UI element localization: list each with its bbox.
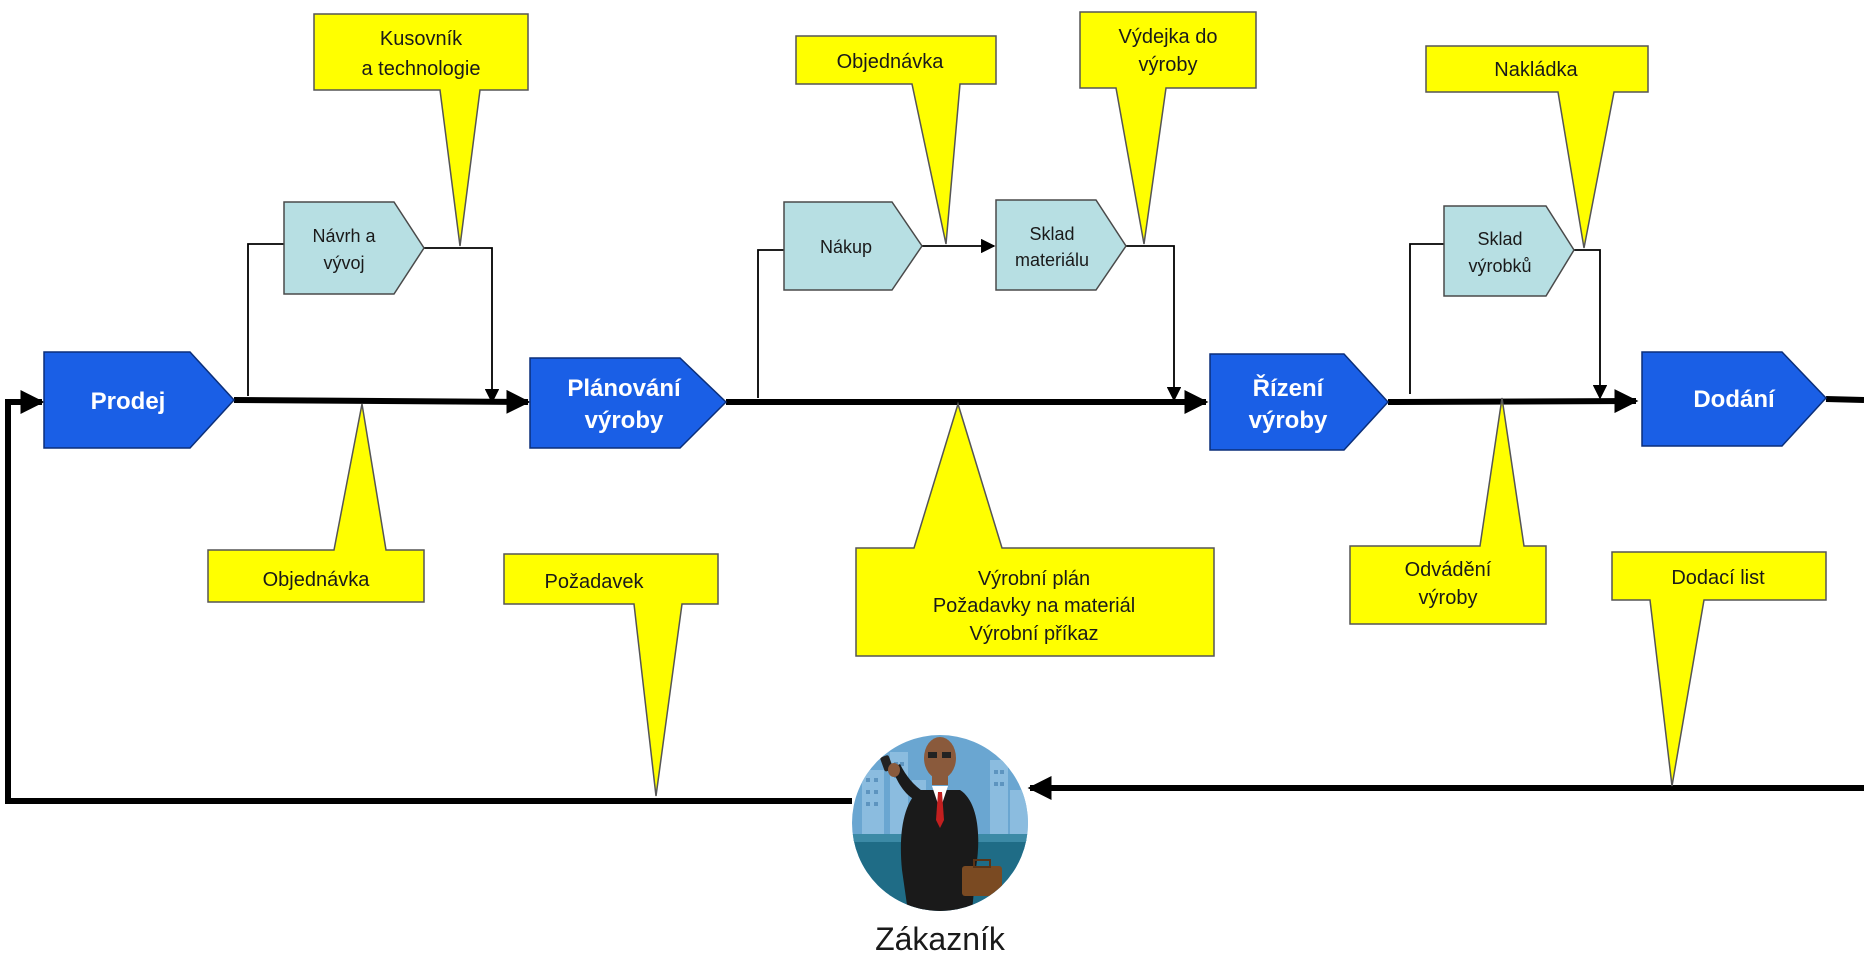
callout-kusovnik-label-2: a technologie (362, 58, 481, 80)
subflow-sklad-to-rizeni (1126, 245, 1182, 402)
step-rizeni-vyroby: Řízení výroby (1209, 353, 1390, 451)
callout-odvadeni-label-2: výroby (1419, 587, 1478, 609)
substep-sklad-vyr-label-1: Sklad (1477, 229, 1522, 249)
callout-pozadavek: Požadavek (503, 553, 719, 797)
step-rizeni-label-2: výroby (1249, 407, 1328, 434)
customer-label: Zákazník (875, 921, 1006, 957)
callout-vyrobni-plan: Výrobní plán Požadavky na materiál Výrob… (855, 401, 1215, 657)
substep-navrh-a-vyvoj: Návrh a vývoj (283, 201, 425, 295)
callout-objednavka-top-label: Objednávka (837, 51, 945, 73)
step-planovani-label-1: Plánování (567, 375, 682, 402)
callout-vyrobni-plan-label: Výrobní plán (978, 568, 1090, 590)
substep-sklad-materialu: Sklad materiálu (995, 199, 1127, 291)
substep-navrh-label-1: Návrh a (312, 226, 376, 246)
callout-vyrobni-prikaz-label: Výrobní příkaz (970, 623, 1099, 645)
customer-avatar (852, 735, 1028, 911)
callout-kusovnik: Kusovník a technologie (313, 13, 529, 247)
callout-vydejka-label-1: Výdejka do (1119, 26, 1218, 48)
callout-vydejka-label-2: výroby (1139, 54, 1198, 76)
callout-vydejka: Výdejka do výroby (1079, 11, 1257, 245)
flow-dodani-exit (1825, 396, 1864, 403)
subflow-sklad-to-dodani (1574, 249, 1608, 400)
subflow-into-sklad-vyrobku (1409, 243, 1444, 394)
flow-rizeni-to-dodani (1387, 389, 1639, 414)
substep-sklad-vyr-label-2: výrobků (1468, 256, 1531, 276)
substep-sklad-mat-label-2: materiálu (1015, 250, 1089, 270)
step-planovani-vyroby: Plánování výroby (529, 357, 728, 449)
substep-sklad-vyrobku: Sklad výrobků (1443, 205, 1575, 297)
callout-nakladka-label: Nakládka (1494, 59, 1578, 81)
callout-nakladka: Nakládka (1425, 45, 1649, 249)
step-dodani-label: Dodání (1693, 386, 1776, 413)
callout-objednavka-bottom-label: Objednávka (263, 569, 371, 591)
step-rizeni-label-1: Řízení (1253, 374, 1325, 402)
substep-nakup: Nákup (783, 201, 923, 291)
substep-sklad-mat-label-1: Sklad (1029, 224, 1074, 244)
substep-nakup-label: Nákup (820, 237, 872, 257)
step-prodej: Prodej (43, 351, 236, 449)
callout-odvadeni: Odvádění výroby (1349, 397, 1547, 625)
step-dodani: Dodání (1641, 351, 1828, 447)
callout-dodaci-list: Dodací list (1611, 551, 1827, 787)
subflow-navrh-to-planovani (424, 247, 500, 404)
callout-kusovnik-label-1: Kusovník (380, 28, 463, 50)
step-planovani-label-2: výroby (585, 407, 664, 434)
callout-objednavka-top: Objednávka (795, 35, 997, 245)
callout-objednavka-bottom: Objednávka (207, 403, 425, 603)
callout-dodaci-list-label: Dodací list (1671, 567, 1765, 589)
subflow-into-navrh (247, 243, 284, 396)
flow-customer-to-prodej (5, 390, 852, 804)
callout-pozadavek-label: Požadavek (545, 571, 645, 593)
callout-pozadavky-mat-label: Požadavky na materiál (933, 595, 1135, 617)
callout-odvadeni-label-1: Odvádění (1405, 559, 1492, 581)
substep-navrh-label-2: vývoj (323, 253, 364, 273)
subflow-into-nakup (757, 249, 784, 398)
step-prodej-label: Prodej (91, 388, 166, 415)
flow-prodej-to-planovani (233, 389, 531, 414)
